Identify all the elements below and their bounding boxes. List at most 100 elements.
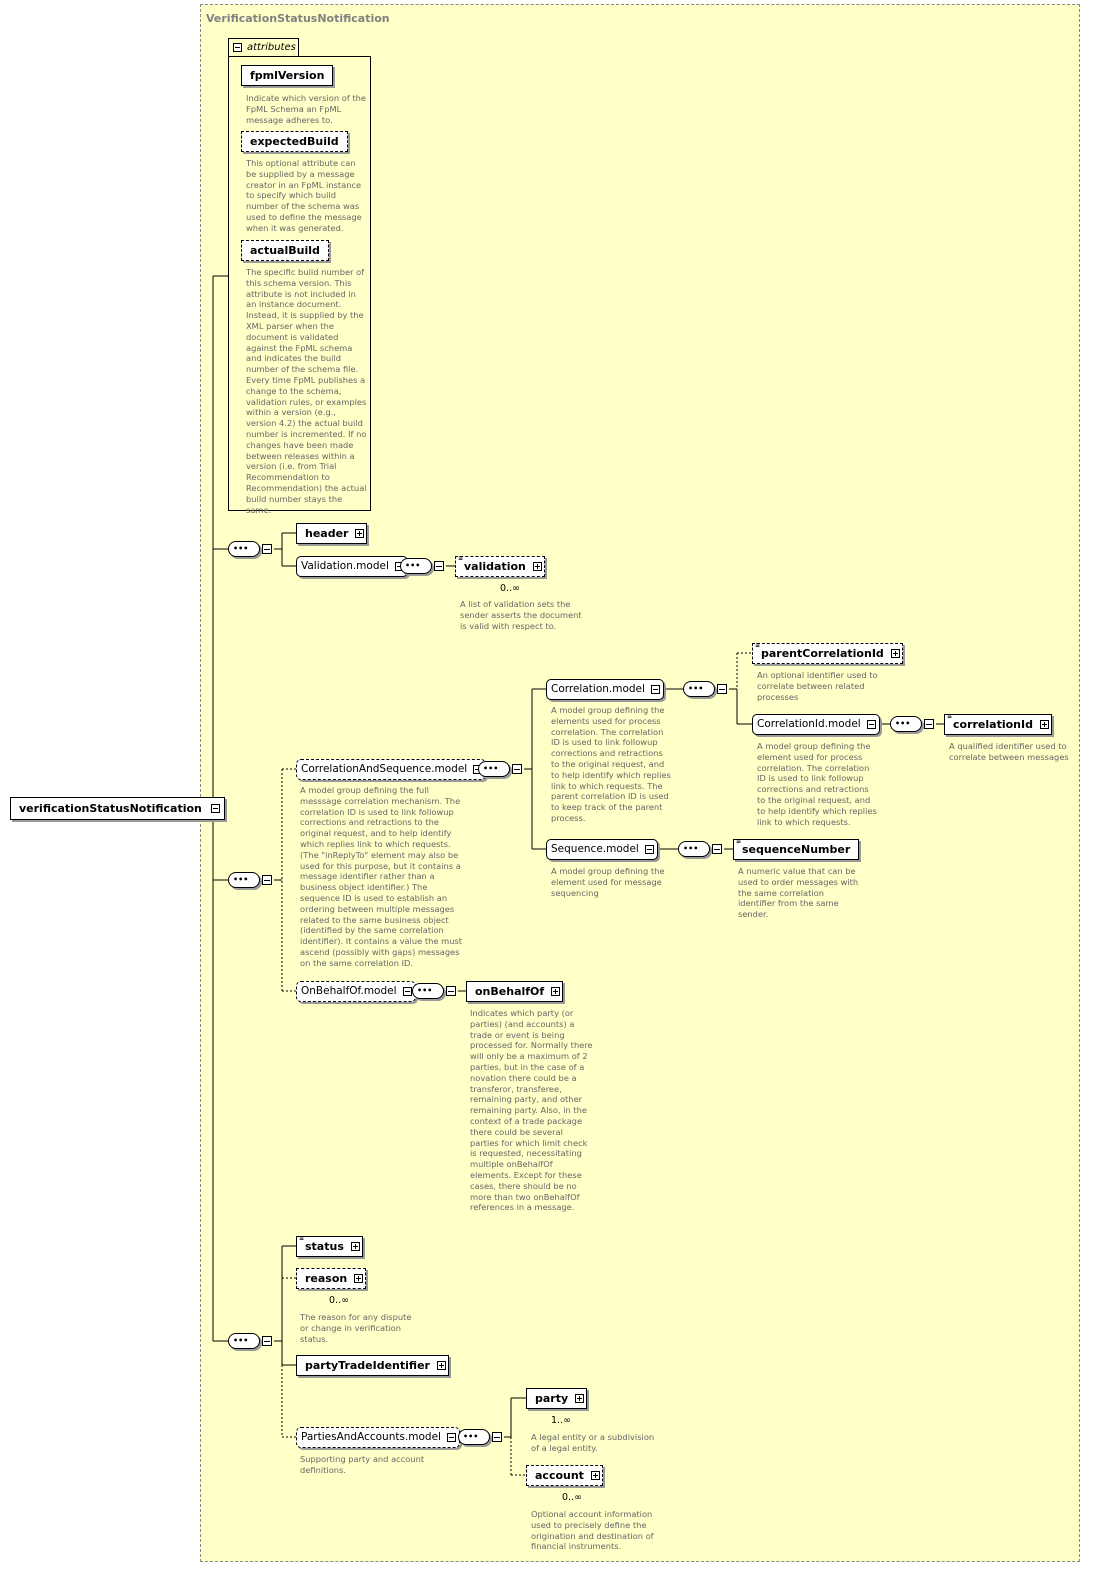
element-correlation-id-label: correlationId: [953, 718, 1033, 731]
collapse-icon[interactable]: [512, 764, 522, 774]
group-validation-model-label: Validation.model: [301, 560, 389, 572]
element-party-label: party: [535, 1392, 569, 1405]
root-element-verification-status-notification[interactable]: verificationStatusNotification: [10, 797, 225, 820]
text-content-icon: ≡: [736, 838, 741, 845]
expand-icon[interactable]: [1039, 720, 1049, 729]
text-content-icon: ≡: [458, 555, 463, 562]
cardinality: 0..∞: [500, 583, 520, 594]
attribute-expected-build-desc: This optional attribute can be supplied …: [246, 158, 362, 233]
element-correlation-id[interactable]: ≡correlationId: [944, 714, 1052, 735]
collapse-icon[interactable]: [262, 1336, 272, 1346]
element-party-trade-identifier[interactable]: partyTradeIdentifier: [296, 1355, 449, 1376]
sequence-compositor-correlation[interactable]: •••: [683, 681, 715, 697]
group-on-behalf-of-model[interactable]: OnBehalfOf.model: [296, 981, 416, 1002]
attribute-actual-build[interactable]: actualBuild: [241, 240, 329, 261]
group-parties-and-accounts-label: PartiesAndAccounts.model: [301, 1431, 441, 1443]
collapse-icon[interactable]: [233, 43, 242, 52]
group-correlation-model[interactable]: Correlation.model: [546, 679, 664, 700]
expand-icon[interactable]: [890, 649, 900, 658]
sequence-icon: •••: [688, 684, 704, 693]
element-party-trade-identifier-label: partyTradeIdentifier: [305, 1359, 430, 1372]
group-sequence-model-label: Sequence.model: [551, 843, 639, 855]
element-header[interactable]: header: [296, 523, 368, 544]
root-element-label: verificationStatusNotification: [19, 802, 202, 815]
element-sequence-number-desc: A numeric value that can be used to orde…: [738, 866, 859, 920]
collapse-icon[interactable]: [434, 561, 444, 571]
element-parent-correlation-id-label: parentCorrelationId: [761, 647, 884, 660]
text-content-icon: ≡: [299, 1235, 304, 1242]
group-parties-and-accounts-model[interactable]: PartiesAndAccounts.model: [296, 1427, 460, 1448]
collapse-icon[interactable]: [402, 987, 412, 996]
sequence-compositor-parties-accounts[interactable]: •••: [458, 1429, 490, 1445]
collapse-icon[interactable]: [210, 804, 220, 813]
expand-icon[interactable]: [532, 562, 542, 571]
collapse-icon[interactable]: [924, 719, 934, 729]
collapse-icon[interactable]: [712, 844, 722, 854]
group-correlation-model-label: Correlation.model: [551, 683, 645, 695]
element-account-label: account: [535, 1469, 584, 1482]
sequence-icon: •••: [483, 764, 499, 773]
attribute-fpml-version[interactable]: fpmlVersion: [241, 65, 334, 86]
collapse-icon[interactable]: [866, 720, 876, 729]
group-on-behalf-of-model-label: OnBehalfOf.model: [301, 985, 397, 997]
group-correlation-and-sequence-label: CorrelationAndSequence.model: [301, 763, 468, 775]
attribute-fpml-version-desc: Indicate which version of the FpML Schem…: [246, 93, 367, 125]
element-account[interactable]: account: [526, 1465, 603, 1486]
collapse-icon[interactable]: [262, 544, 272, 554]
collapse-icon[interactable]: [446, 986, 456, 996]
element-sequence-number[interactable]: ≡sequenceNumber: [733, 838, 860, 860]
element-parent-correlation-id[interactable]: ≡parentCorrelationId: [752, 643, 903, 664]
element-on-behalf-of[interactable]: onBehalfOf: [466, 981, 564, 1002]
element-header-label: header: [305, 527, 349, 540]
sequence-icon: •••: [233, 544, 249, 553]
expand-icon[interactable]: [436, 1361, 446, 1370]
group-parties-and-accounts-desc: Supporting party and account definitions…: [300, 1454, 425, 1475]
cardinality: 0..∞: [329, 1295, 349, 1306]
group-correlation-id-model-desc: A model group defining the element used …: [757, 741, 877, 827]
collapse-icon[interactable]: [650, 685, 660, 694]
group-correlation-and-sequence-model[interactable]: CorrelationAndSequence.model: [296, 759, 487, 780]
sequence-compositor-3[interactable]: •••: [228, 1333, 260, 1349]
expand-icon[interactable]: [575, 1394, 585, 1403]
expand-icon[interactable]: [551, 987, 561, 996]
expand-icon[interactable]: [355, 529, 365, 538]
attribute-expected-build[interactable]: expectedBuild: [241, 131, 348, 152]
group-validation-model[interactable]: Validation.model: [296, 556, 408, 577]
element-reason[interactable]: reason: [296, 1268, 367, 1289]
sequence-compositor-sequence[interactable]: •••: [678, 841, 710, 857]
group-sequence-model[interactable]: Sequence.model: [546, 839, 658, 860]
expand-icon[interactable]: [354, 1274, 364, 1283]
sequence-compositor-correlation-sequence[interactable]: •••: [478, 761, 510, 777]
sequence-compositor-on-behalf-of[interactable]: •••: [412, 983, 444, 999]
collapse-icon[interactable]: [492, 1432, 502, 1442]
collapse-icon[interactable]: [262, 875, 272, 885]
cardinality: 0..∞: [562, 1492, 582, 1503]
attributes-tab[interactable]: attributes: [228, 38, 299, 57]
element-on-behalf-of-desc: Indicates which party (or parties) (and …: [470, 1008, 593, 1213]
sequence-icon: •••: [417, 986, 433, 995]
sequence-compositor-validation[interactable]: •••: [400, 558, 432, 574]
expand-icon[interactable]: [590, 1471, 600, 1480]
collapse-icon[interactable]: [717, 684, 727, 694]
collapse-icon[interactable]: [446, 1433, 456, 1442]
cardinality: 1..∞: [551, 1415, 571, 1426]
element-reason-label: reason: [305, 1272, 348, 1285]
element-reason-desc: The reason for any dispute or change in …: [300, 1312, 412, 1344]
sequence-icon: •••: [895, 719, 911, 728]
sequence-compositor-1[interactable]: •••: [228, 541, 260, 557]
text-content-icon: ≡: [947, 713, 952, 720]
collapse-icon[interactable]: [644, 845, 654, 854]
element-status[interactable]: ≡status: [296, 1236, 363, 1257]
element-party[interactable]: party: [526, 1388, 588, 1409]
sequence-compositor-correlation-id[interactable]: •••: [890, 716, 922, 732]
element-validation[interactable]: ≡validation: [455, 556, 545, 577]
container-title: VerificationStatusNotification: [206, 12, 390, 25]
sequence-compositor-2[interactable]: •••: [228, 872, 260, 888]
element-parent-correlation-id-desc: An optional identifier used to correlate…: [757, 670, 878, 702]
group-correlation-model-desc: A model group defining the elements used…: [551, 705, 671, 823]
element-sequence-number-label: sequenceNumber: [742, 843, 851, 856]
expand-icon[interactable]: [350, 1242, 360, 1251]
element-status-label: status: [305, 1240, 344, 1253]
group-correlation-id-model[interactable]: CorrelationId.model: [752, 714, 880, 735]
